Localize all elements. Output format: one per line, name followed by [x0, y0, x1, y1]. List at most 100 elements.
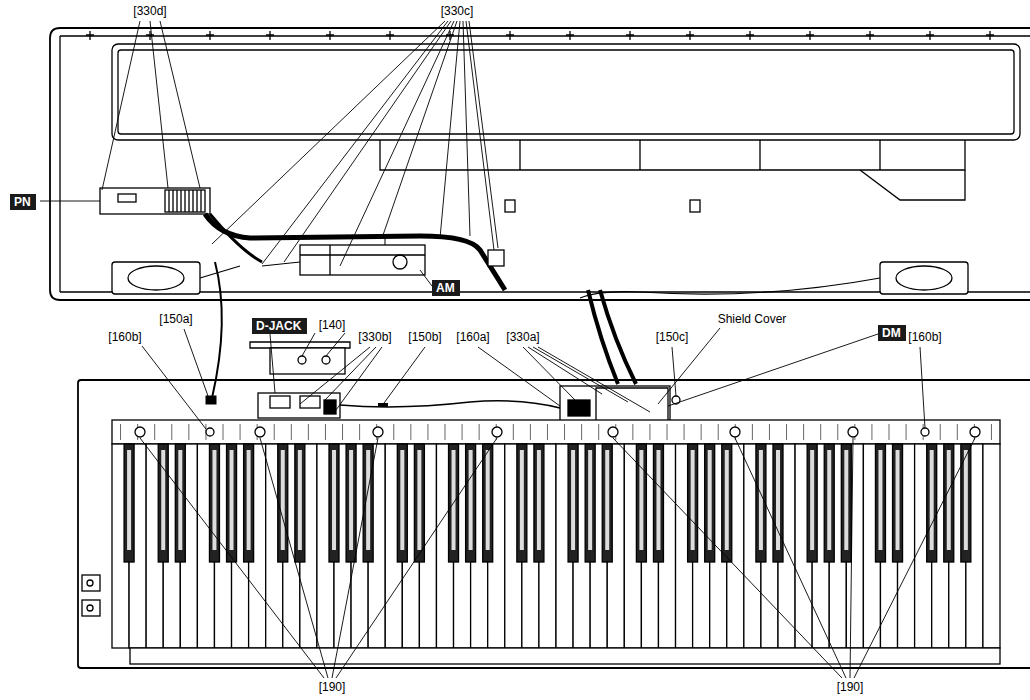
drawing-part	[505, 200, 515, 212]
drawing-part	[983, 444, 1000, 648]
drawing-part	[930, 450, 934, 550]
drawing-part	[598, 424, 599, 440]
drawing-part	[752, 424, 753, 440]
part-name: DM	[878, 325, 906, 341]
drawing-part	[773, 444, 783, 562]
drawing-part	[130, 648, 1000, 664]
drawing-part	[50, 28, 1030, 300]
drawing-part	[158, 444, 168, 562]
drawing-part	[112, 420, 1000, 444]
drawing-part	[803, 424, 804, 440]
drawing-part	[308, 424, 309, 440]
drawing-part	[564, 424, 565, 440]
drawing-part	[295, 444, 305, 562]
drawing-part	[135, 427, 145, 437]
drawing-part	[906, 424, 907, 440]
callout-number: [330b]	[356, 330, 393, 344]
drawing-part	[653, 444, 663, 562]
drawing-part	[118, 50, 1014, 134]
drawing-part	[866, 31, 874, 40]
drawing-part	[298, 450, 302, 550]
drawing-part	[940, 424, 941, 440]
drawing-part	[688, 444, 698, 562]
drawing-part	[896, 450, 900, 550]
part-label: Shield Cover	[716, 312, 789, 326]
am-board	[300, 245, 425, 275]
drawing-part	[520, 450, 524, 550]
drawing-part	[517, 444, 527, 562]
part-name: D-JACK	[252, 318, 307, 334]
callout-number: [330a]	[504, 330, 541, 344]
drawing-part	[608, 427, 618, 437]
drawing-part	[596, 388, 668, 424]
drawing-part	[332, 450, 336, 550]
drawing-part	[537, 450, 541, 550]
drawing-part	[366, 450, 370, 550]
drawing-part	[961, 444, 971, 562]
drawing-part	[479, 424, 480, 440]
drawing-part	[807, 444, 817, 562]
drawing-part	[513, 424, 514, 440]
drawing-part	[87, 580, 93, 586]
drawing-part	[986, 31, 994, 40]
drawing-part	[991, 424, 992, 440]
drawing-part	[324, 400, 336, 414]
drawing-part	[445, 424, 446, 440]
drawing-part	[100, 188, 210, 214]
drawing-part	[300, 347, 382, 410]
drawing-part	[86, 31, 994, 40]
drawing-part	[184, 329, 208, 396]
drawing-part	[568, 400, 590, 416]
drawing-part	[270, 348, 345, 374]
drawing-part	[718, 424, 719, 440]
drawing-part	[332, 438, 378, 678]
callout-number: [140]	[317, 318, 348, 332]
drawing-part	[266, 31, 274, 40]
drawing-part	[626, 31, 634, 40]
drawing-part	[165, 190, 205, 212]
drawing-part	[466, 444, 476, 562]
drawing-part	[278, 444, 288, 562]
drawing-part	[722, 444, 732, 562]
drawing-part	[691, 450, 695, 550]
drawing-part	[127, 450, 131, 550]
drawing-part	[417, 450, 421, 550]
drawing-part	[82, 575, 100, 591]
drawing-part	[871, 424, 872, 440]
drawing-part	[175, 444, 185, 562]
drawing-part	[605, 450, 609, 550]
drawing-part	[247, 450, 251, 550]
drawing-part	[581, 424, 582, 440]
callout-number: [160b]	[906, 330, 943, 344]
drawing-part	[240, 424, 241, 440]
drawing-part	[636, 444, 646, 562]
drawing-part	[223, 424, 224, 440]
drawing-part	[410, 424, 411, 440]
drawing-part	[244, 444, 254, 562]
drawing-part	[393, 424, 394, 440]
callout-number: [190]	[835, 680, 866, 694]
drawing-part	[705, 444, 715, 562]
drawing-part	[300, 245, 425, 275]
drawing-part	[363, 444, 373, 562]
drawing-part	[102, 21, 200, 190]
drawing-part	[571, 450, 575, 550]
drawing-part	[135, 427, 980, 437]
drawing-part	[112, 262, 200, 294]
drawing-part	[206, 396, 216, 404]
drawing-part	[668, 334, 878, 406]
drawing-part	[169, 190, 201, 212]
drawing-part	[336, 438, 497, 678]
drawing-part	[281, 450, 285, 550]
drawing-part	[140, 438, 324, 678]
drawing-part	[359, 424, 360, 440]
drawing-part	[227, 444, 237, 562]
drawing-part	[346, 444, 356, 562]
drawing-part	[844, 450, 848, 550]
drawing-part	[427, 424, 428, 440]
speaker	[112, 262, 968, 294]
drawing-part	[672, 347, 676, 396]
